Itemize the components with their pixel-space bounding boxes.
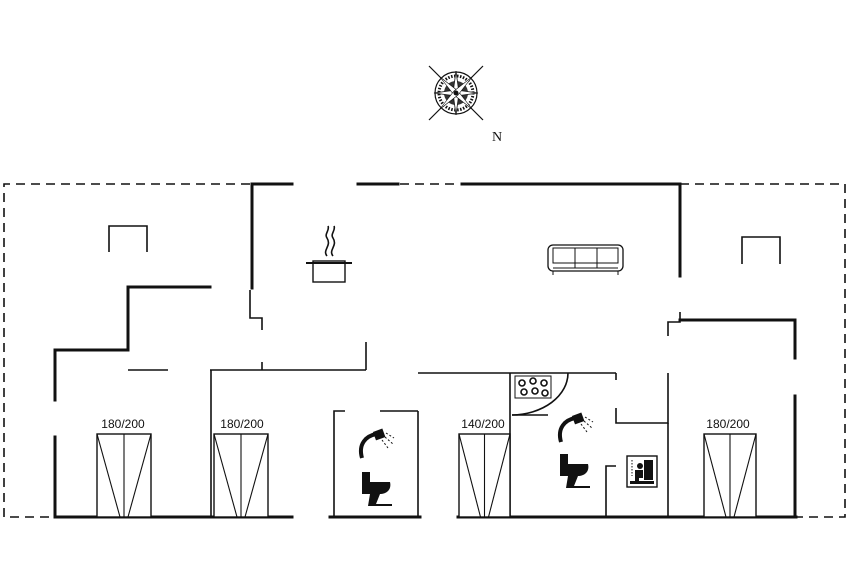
double-bed-icon [458, 433, 511, 518]
bed-size-label: 140/200 [461, 417, 505, 431]
bed-size-label: 180/200 [220, 417, 264, 431]
shower-icon [359, 428, 395, 459]
toilet-icon [362, 472, 392, 506]
stove-icon [108, 225, 148, 252]
whirlpool-icon [514, 375, 552, 399]
double-bed-icon [213, 433, 269, 518]
sauna-icon [626, 455, 658, 488]
compass-rose-icon [428, 65, 484, 121]
bed-size-label: 180/200 [706, 417, 750, 431]
sofa-icon [547, 244, 624, 275]
double-bed-icon [703, 433, 757, 518]
shower-icon [558, 412, 594, 443]
walls [53, 182, 798, 519]
cooking-pot-icon [306, 225, 352, 283]
double-bed-icon [96, 433, 152, 518]
bed-size-label: 180/200 [101, 417, 145, 431]
terrace-outline [3, 183, 846, 518]
toilet-icon [560, 454, 590, 488]
stove-icon [741, 236, 781, 264]
north-label: N [492, 130, 502, 145]
